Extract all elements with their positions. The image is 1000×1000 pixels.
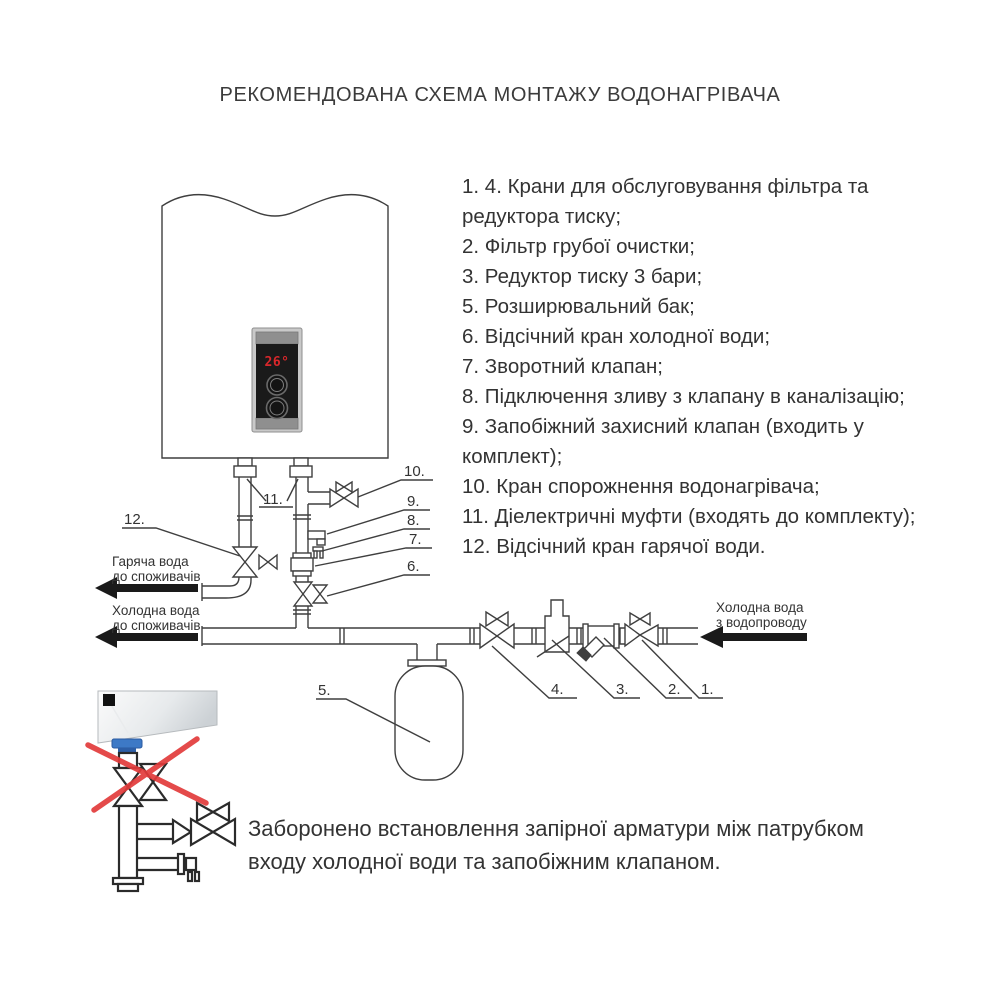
callout-5: 5. (316, 682, 431, 743)
svg-text:7.: 7. (409, 531, 422, 548)
panel-bottom-cap (255, 417, 299, 430)
control-panel: 26° (251, 327, 303, 433)
knob-lower-ring (269, 400, 285, 416)
cold-in-label-line1: Холодна вода (716, 600, 804, 615)
legend-item: 8. Підключення зливу з клапану в каналіз… (462, 385, 905, 408)
pressure-reducer-3 (536, 599, 570, 658)
svg-text:1.: 1. (701, 681, 714, 698)
callout-12: 12. (122, 511, 241, 557)
inlet-valve-1 (624, 611, 659, 648)
legend-item: 12. Відсічний кран гарячої води. (462, 535, 766, 558)
knob-upper (266, 374, 288, 396)
legend-item: 1. 4. Крани для обслуговування фільтра т… (462, 175, 869, 228)
tank-flange (407, 659, 447, 667)
svg-text:10.: 10. (404, 463, 425, 480)
legend-item: 2. Фільтр грубої очистки; (462, 235, 695, 258)
svg-text:9.: 9. (407, 493, 420, 510)
cold-water-pipe (290, 477, 359, 628)
knob-upper-ring (270, 378, 284, 392)
svg-text:4.: 4. (551, 681, 564, 698)
cold-out-label-line2: до споживачів (112, 618, 201, 633)
svg-text:8.: 8. (407, 512, 420, 529)
callout-2: 2. (603, 637, 692, 699)
svg-text:5.: 5. (318, 682, 331, 699)
hot-out-label-line1: Гаряча вода (112, 554, 189, 569)
callout-8: 8. (321, 512, 430, 552)
legend-item: 7. Зворотний клапан; (462, 355, 663, 378)
water-heater: 26° (161, 193, 389, 478)
callout-11: 11. (246, 478, 299, 508)
expansion-tank-5 (394, 665, 464, 781)
arrow-hot-out (95, 577, 198, 599)
prohibited-x-icon (85, 736, 209, 813)
svg-text:12.: 12. (124, 511, 145, 528)
warning-text: Заборонено встановлення запірної арматур… (248, 812, 893, 878)
arrow-cold-in (700, 626, 807, 648)
callout-4: 4. (491, 645, 577, 699)
safety-valve-9 (307, 530, 326, 546)
svg-text:11.: 11. (263, 491, 283, 508)
blue-connector (111, 738, 143, 754)
dielectric-coupling-left (233, 457, 257, 478)
callout-7: 7. (314, 531, 432, 567)
shutoff-valve-cold-6 (292, 581, 329, 607)
legend-item: 5. Розширювальний бак; (462, 295, 695, 318)
side-drain-valve (137, 801, 237, 847)
warning-line: Заборонено встановлення запірної арматур… (248, 816, 864, 874)
service-valve-4 (479, 610, 515, 650)
legend-item: 11. Діелектричні муфти (входять до компл… (462, 505, 916, 528)
tank-corner-mark (103, 694, 115, 706)
temperature-display: 26° (265, 355, 290, 370)
vertical-pipe (117, 804, 139, 880)
tank-bottom (97, 690, 218, 744)
cold-out-label-line1: Холодна вода (112, 603, 200, 618)
legend-item: 3. Редуктор тиску 3 бари; (462, 265, 703, 288)
svg-text:3.: 3. (616, 681, 629, 698)
panel-top-cap (255, 331, 299, 345)
legend-item: 10. Кран спорожнення водонагрівача; (462, 475, 820, 498)
coarse-filter-2 (576, 623, 620, 662)
svg-text:6.: 6. (407, 558, 420, 575)
callout-3: 3. (551, 639, 640, 699)
shutoff-valve-hot-12 (231, 546, 278, 578)
drain-valve-10 (329, 480, 359, 509)
callout-6: 6. (326, 558, 430, 597)
bottom-supply-pipe (201, 626, 698, 781)
hot-water-pipe (201, 477, 278, 601)
hot-out-label-line2: до споживачів (112, 569, 201, 584)
callouts: 12. 11. 10. 9. 8. 7. (122, 463, 723, 743)
flow-labels: Гаряча вода до споживачів Холодна вода д… (112, 554, 807, 633)
drain-fitting (137, 852, 201, 883)
prohibited-diagram (85, 690, 237, 893)
water-heater-body (161, 193, 389, 459)
legend-item: 6. Відсічний кран холодної води; (462, 325, 771, 348)
svg-text:2.: 2. (668, 681, 681, 698)
dielectric-coupling-right (289, 457, 313, 478)
callout-10: 10. (357, 463, 433, 498)
legend-list: 1. 4. Крани для обслуговування фільтра т… (462, 172, 944, 562)
callout-1: 1. (641, 639, 723, 699)
sewer-drain-8 (312, 546, 324, 559)
callout-9: 9. (326, 493, 430, 535)
check-valve-7 (290, 552, 314, 577)
page-title: РЕКОМЕНДОВАНА СХЕМА МОНТАЖУ ВОДОНАГРІВАЧ… (219, 84, 781, 106)
cold-in-label-line2: з водопроводу (716, 615, 807, 630)
legend-item: 9. Запобіжний захисний клапан (входить у… (462, 415, 864, 468)
pipe-end (116, 882, 140, 893)
pipe-elbow (201, 576, 252, 601)
arrow-cold-out (95, 626, 198, 648)
